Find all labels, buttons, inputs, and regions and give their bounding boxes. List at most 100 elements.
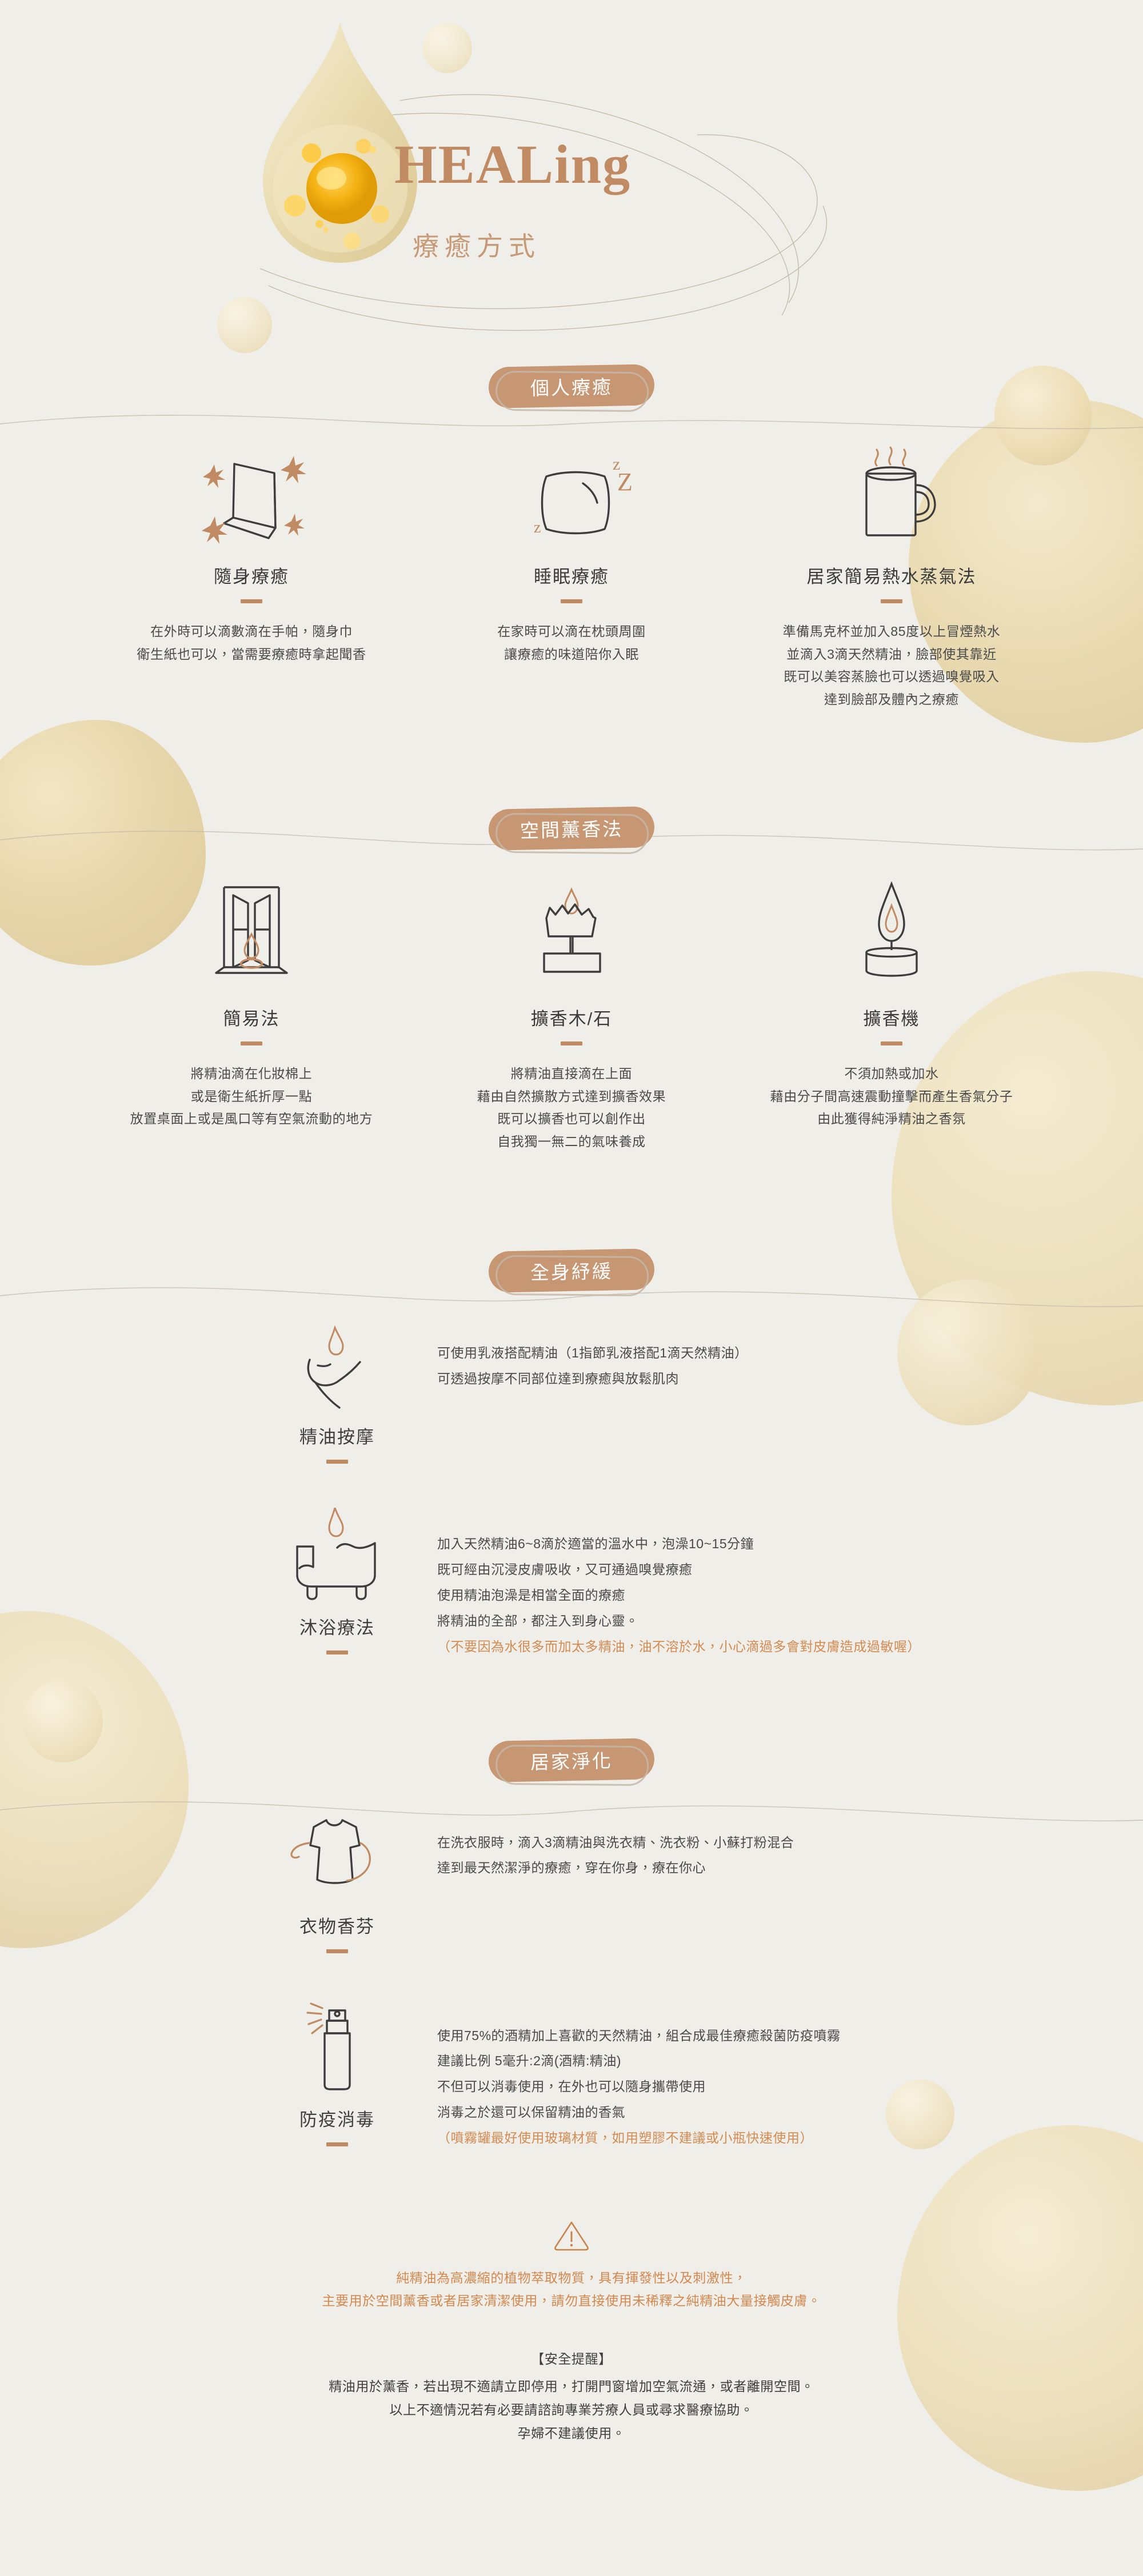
- card-description: 將精油滴在化妝棉上 或是衛生紙折厚一點 放置桌面上或是風口等有空氣流動的地方: [99, 1063, 403, 1131]
- title-underline: [241, 599, 262, 603]
- row-essential-oil-massage: 精油按摩 可使用乳液搭配精油（1指節乳液搭配1滴天然精油） 可透過按摩不同部位達…: [0, 1325, 1143, 1464]
- card-sleep-healing: z Z z 睡眠療癒 在家時可以滴在枕頭周圍 讓療癒的味道陪你入眠: [411, 442, 732, 711]
- desc-line: 加入天然精油6~8滴於適當的溫水中，泡澡10~15分鐘: [437, 1536, 754, 1552]
- title-underline: [326, 1949, 348, 1953]
- desc-line: 衛生紙也可以，當需要療癒時拿起聞香: [137, 646, 366, 662]
- section-pill-label: 全身紓緩: [530, 1260, 613, 1284]
- spacer: [0, 711, 1143, 808]
- row-laundry-fragrance: 衣物香芬 在洗衣服時，滴入3滴精油與洗衣精、洗衣粉、小蘇打粉混合 達到最天然潔淨…: [0, 1815, 1143, 1953]
- desc-line: 或是衛生紙折厚一點: [190, 1088, 313, 1104]
- card-title: 擴香機: [863, 1009, 920, 1029]
- desc-line: 達到最天然潔淨的療癒，穿在你身，療在你心: [437, 1860, 706, 1876]
- row-title: 沐浴療法: [299, 1618, 375, 1638]
- svg-text:Z: Z: [617, 468, 633, 496]
- desc-line: 既可以美容蒸臉也可以透過嗅覺吸入: [784, 669, 1000, 684]
- row-bath-therapy: 沐浴療法 加入天然精油6~8滴於適當的溫水中，泡澡10~15分鐘 既可經由沉浸皮…: [0, 1508, 1143, 1659]
- section-personal-healing: 個人療癒: [0, 364, 1143, 711]
- desc-line: 在家時可以滴在枕頭周圍: [497, 624, 646, 639]
- section-home-purify: 居家淨化 衣物香芬 在洗衣服時，滴入3滴精油與洗衣精: [0, 1737, 1143, 2151]
- section-pill-personal: 個人療癒: [488, 364, 655, 408]
- desc-line: 使用75%的酒精加上喜歡的天然精油，組合成最佳療癒殺菌防疫噴霧: [437, 2028, 841, 2043]
- desc-line: 將精油的全部，都注入到身心靈。: [437, 1613, 639, 1628]
- card-description: 準備馬克杯並加入85度以上冒煙熱水 並滴入3滴天然精油，臉部使其靠近 既可以美容…: [740, 620, 1044, 711]
- title-underline: [561, 599, 582, 603]
- row-description: 在洗衣服時，滴入3滴精油與洗衣精、洗衣粉、小蘇打粉混合 達到最天然潔淨的療癒，穿…: [414, 1815, 794, 1881]
- svg-text:z: z: [534, 519, 541, 536]
- notice-line: 精油用於薰香，若出現不適請立即停用，打開門窗增加空氣流通，或者離開空間。: [329, 2378, 814, 2394]
- card-description: 在外時可以滴數滴在手帕，隨身巾 衛生紙也可以，當需要療癒時拿起聞香: [99, 620, 403, 666]
- desc-line: 既可以擴香也可以創作出: [497, 1111, 646, 1127]
- desc-line: 不須加熱或加水: [844, 1066, 939, 1081]
- desc-line: 可透過按摩不同部位達到療癒與放鬆肌肉: [437, 1371, 679, 1387]
- svg-text:z: z: [613, 455, 620, 474]
- row-title: 精油按摩: [299, 1427, 375, 1448]
- desc-line: 在洗衣服時，滴入3滴精油與洗衣精、洗衣粉、小蘇打粉混合: [437, 1834, 794, 1850]
- card-title: 睡眠療癒: [534, 567, 609, 587]
- section-pill-label: 個人療癒: [530, 376, 613, 399]
- card-description: 將精油直接滴在上面 藉由自然擴散方式達到擴香效果 既可以擴香也可以創作出 自我獨…: [419, 1063, 724, 1153]
- notice-line: 以上不適情況若有必要請諮詢專業芳療人員或尋求醫療協助。: [389, 2402, 754, 2418]
- footer-safety-notice: 【安全提醒】 精油用於薰香，若出現不適請立即停用，打開門窗增加空氣流通，或者離開…: [0, 2347, 1143, 2446]
- card-description: 在家時可以滴在枕頭周圍 讓療癒的味道陪你入眠: [419, 620, 724, 666]
- desc-line: 可使用乳液搭配精油（1指節乳液搭配1滴天然精油）: [437, 1345, 748, 1361]
- warn-line: 主要用於空間薰香或者居家清潔使用，請勿直接使用未稀釋之純精油大量接觸皮膚。: [322, 2293, 821, 2309]
- desc-line: 將精油滴在化妝棉上: [190, 1066, 313, 1081]
- bathtub-icon: [260, 1508, 414, 1602]
- section-space-aroma: 空間薰香法 簡易法: [0, 806, 1143, 1153]
- desc-line: 既可經由沉浸皮膚吸收，又可通過嗅覺療癒: [437, 1562, 693, 1577]
- warn-line: 純精油為高濃縮的植物萃取物質，具有揮發性以及刺激性，: [396, 2270, 747, 2285]
- card-title: 簡易法: [223, 1009, 280, 1029]
- card-title: 擴香木/石: [530, 1009, 613, 1029]
- open-window-icon: [99, 884, 403, 987]
- card-steam-method: 居家簡易熱水蒸氣法 準備馬克杯並加入85度以上冒煙熱水 並滴入3滴天然精油，臉部…: [732, 442, 1052, 711]
- section-pill-label: 居家淨化: [530, 1750, 613, 1773]
- page-subtitle: 療癒方式: [413, 231, 541, 261]
- section-pill-label: 空間薰香法: [519, 818, 624, 842]
- desc-line: 自我獨一無二的氣味養成: [497, 1133, 646, 1149]
- hand-drop-icon: [260, 1325, 414, 1411]
- desc-line: 藉由分子間高速震動撞擊而產生香氣分子: [770, 1088, 1013, 1104]
- page-title: HEALing: [394, 134, 632, 195]
- title-underline: [881, 599, 902, 603]
- desc-line: 放置桌面上或是風口等有空氣流動的地方: [130, 1111, 373, 1127]
- row-title: 衣物香芬: [299, 1916, 375, 1937]
- row-description: 可使用乳液搭配精油（1指節乳液搭配1滴天然精油） 可透過按摩不同部位達到療癒與放…: [414, 1325, 748, 1392]
- warning-note: （噴霧罐最好使用玻璃材質，如用塑膠不建議或小瓶快速使用）: [437, 2130, 813, 2145]
- desc-line: 達到臉部及體內之療癒: [824, 691, 959, 707]
- desc-line: 將精油直接滴在上面: [510, 1066, 633, 1081]
- row-disinfection: 防疫消毒 使用75%的酒精加上喜歡的天然精油，組合成最佳療癒殺菌防疫噴霧 建議比…: [0, 2002, 1143, 2151]
- spacer: [0, 1660, 1143, 1740]
- steaming-mug-icon: [740, 442, 1044, 545]
- candle-diffuser-icon: [740, 882, 1044, 987]
- desc-line: 使用精油泡澡是相當全面的療癒: [437, 1588, 625, 1603]
- row-description: 使用75%的酒精加上喜歡的天然精油，組合成最佳療癒殺菌防疫噴霧 建議比例 5毫升…: [414, 2008, 841, 2151]
- desc-line: 不但可以消毒使用，在外也可以隨身攜帶使用: [437, 2079, 706, 2094]
- spacer: [0, 1153, 1143, 1250]
- page-header: HEALing 療癒方式: [0, 0, 1143, 366]
- warning-triangle-icon: [553, 2220, 590, 2252]
- page-footer: 純精油為高濃縮的植物萃取物質，具有揮發性以及刺激性， 主要用於空間薰香或者居家清…: [0, 2220, 1143, 2486]
- card-title: 居家簡易熱水蒸氣法: [806, 567, 977, 587]
- row-title: 防疫消毒: [299, 2109, 375, 2130]
- section-pill-body-relax: 全身紓緩: [488, 1248, 655, 1293]
- spray-bottle-icon: [260, 2002, 414, 2094]
- notice-title: 【安全提醒】: [531, 2351, 612, 2367]
- tshirt-icon: [260, 1815, 414, 1901]
- section-pill-space-aroma: 空間薰香法: [488, 806, 655, 851]
- card-portable-healing: 隨身療癒 在外時可以滴數滴在手帕，隨身巾 衛生紙也可以，當需要療癒時拿起聞香: [91, 442, 411, 711]
- desc-line: 讓療癒的味道陪你入眠: [504, 646, 639, 662]
- desc-line: 藉由自然擴散方式達到擴香效果: [477, 1088, 666, 1104]
- desc-line: 在外時可以滴數滴在手帕，隨身巾: [150, 624, 353, 639]
- title-underline: [326, 1650, 348, 1655]
- card-diffuser-wood-stone: 擴香木/石 將精油直接滴在上面 藉由自然擴散方式達到擴香效果 既可以擴香也可以創…: [411, 884, 732, 1153]
- footer-warning: 純精油為高濃縮的植物萃取物質，具有揮發性以及刺激性， 主要用於空間薰香或者居家清…: [0, 2266, 1143, 2313]
- title-underline: [241, 1041, 262, 1046]
- card-description: 不須加熱或加水 藉由分子間高速震動撞擊而產生香氣分子 由此獲得純淨精油之香氛: [740, 1063, 1044, 1131]
- desc-line: 準備馬克杯並加入85度以上冒煙熱水: [782, 624, 1001, 639]
- notice-line: 孕婦不建議使用。: [517, 2426, 626, 2441]
- desc-line: 並滴入3滴天然精油，臉部使其靠近: [786, 646, 997, 662]
- row-description: 加入天然精油6~8滴於適當的溫水中，泡澡10~15分鐘 既可經由沉浸皮膚吸收，又…: [414, 1516, 921, 1659]
- card-simple-method: 簡易法 將精油滴在化妝棉上 或是衛生紙折厚一點 放置桌面上或是風口等有空氣流動的…: [91, 884, 411, 1153]
- section-pill-home-purify: 居家淨化: [488, 1737, 655, 1782]
- card-diffuser-machine: 擴香機 不須加熱或加水 藉由分子間高速震動撞擊而產生香氣分子 由此獲得純淨精油之…: [732, 882, 1052, 1153]
